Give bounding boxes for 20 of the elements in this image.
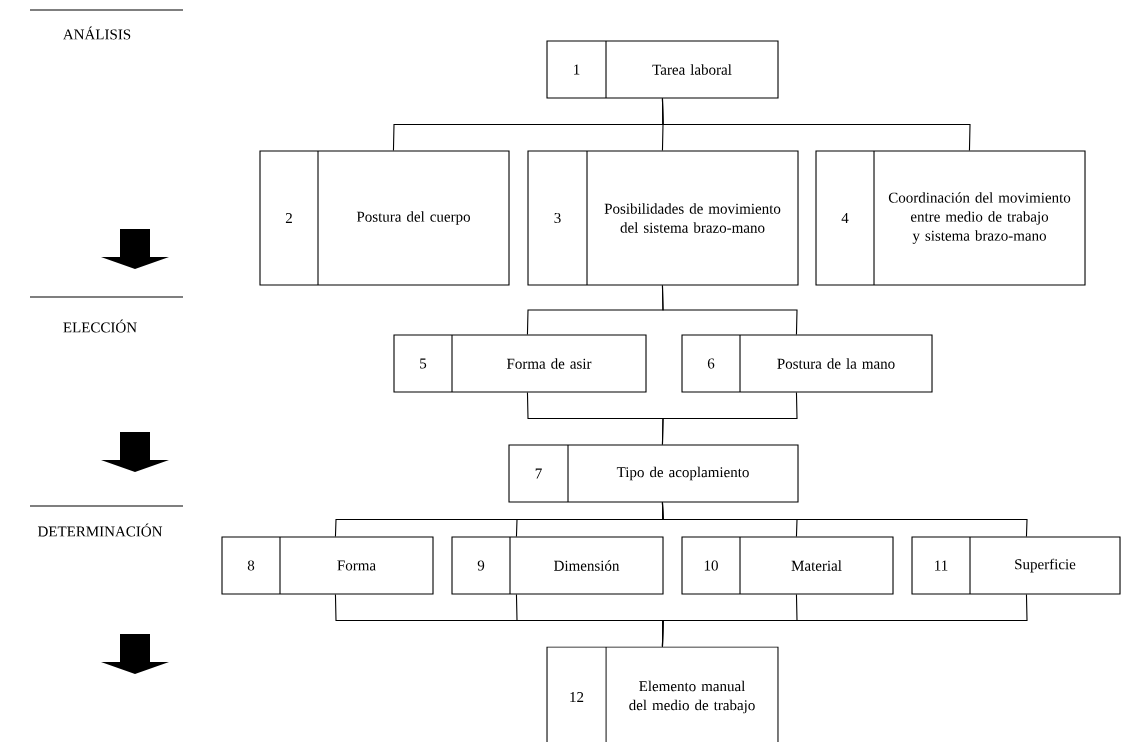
numbered-box: 7 Tipo de acoplamiento (508, 444, 799, 503)
connector-line (661, 502, 1028, 537)
numbered-box: 1 Tarea laboral (546, 40, 779, 99)
numbered-box: 4 Coordinación del movimiento entre medio de trabajo y sistema brazo-mano (815, 150, 1086, 286)
numbered-box: 6 Postura de la mano (681, 334, 933, 393)
stage-label: DETERMINACIÓN (37, 523, 163, 537)
connector-line (661, 594, 1028, 647)
connector-line (661, 98, 971, 151)
numbered-box: 5 Forma de asir (393, 334, 647, 393)
numbered-box: 3 Posibilidades de movimiento del sistema brazo-mano (527, 150, 799, 286)
numbered-box: 9 Dimensión (451, 536, 664, 595)
stage-label: ANÁLISIS (63, 26, 131, 40)
numbered-box: 10 Material (681, 536, 894, 595)
numbered-box: 8 Forma (221, 536, 434, 595)
stage-label: ELECCIÓN (63, 319, 137, 333)
connector-line (661, 285, 798, 335)
numbered-box: 2 Postura del cuerpo (259, 150, 510, 286)
numbered-box: 11 Superficie (911, 536, 1121, 595)
connector-line (661, 392, 798, 445)
numbered-box: 12 Elemento manual del medio de trabajo (546, 646, 779, 742)
